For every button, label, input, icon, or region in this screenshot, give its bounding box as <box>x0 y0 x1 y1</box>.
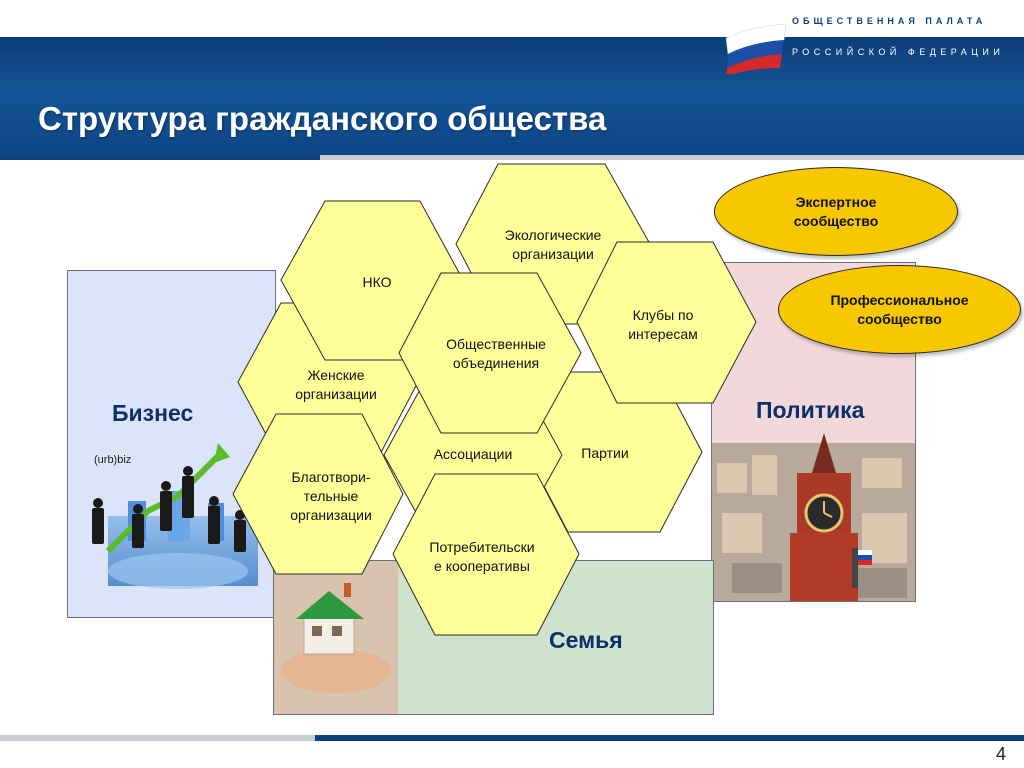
page-number: 4 <box>996 744 1007 764</box>
header-divider <box>0 155 1024 160</box>
logo-title-line1: ОБЩЕСТВЕННАЯ ПАЛАТА <box>792 16 987 26</box>
page-title: Структура гражданского общества <box>38 100 607 137</box>
family-label: Семья <box>549 627 623 653</box>
professional-community-label: Профессиональное сообщество <box>830 291 969 327</box>
business-panel <box>67 270 276 618</box>
hex-label-parties: Партии <box>581 445 629 461</box>
kremlin-tower-illustration <box>712 433 915 601</box>
footer-bar-left <box>0 735 315 741</box>
hex-clubs <box>576 241 757 404</box>
hex-public <box>398 272 582 434</box>
expert-community-label: Экспертное сообщество <box>793 193 879 229</box>
hex-charity <box>232 413 404 575</box>
russia-flag-logo <box>725 23 787 74</box>
business-people-illustration <box>92 443 258 589</box>
footer-bar-right <box>315 735 1024 741</box>
header-band <box>0 37 1024 155</box>
professional-community-oval: Профессиональное сообщество <box>778 265 1021 354</box>
hex-label-nko: НКО <box>362 274 392 290</box>
house-in-hands-illustration <box>274 561 398 714</box>
hex-label-assoc: Ассоциации <box>433 446 513 462</box>
business-label: Бизнес <box>112 400 194 426</box>
hex-coop <box>392 473 580 636</box>
logo-title-line2: РОССИЙСКОЙ ФЕДЕРАЦИИ <box>792 47 1005 57</box>
expert-community-oval: Экспертное сообщество <box>714 167 958 256</box>
urbbiz-logo: (urb)biz <box>94 454 132 466</box>
politics-label: Политика <box>756 397 865 423</box>
